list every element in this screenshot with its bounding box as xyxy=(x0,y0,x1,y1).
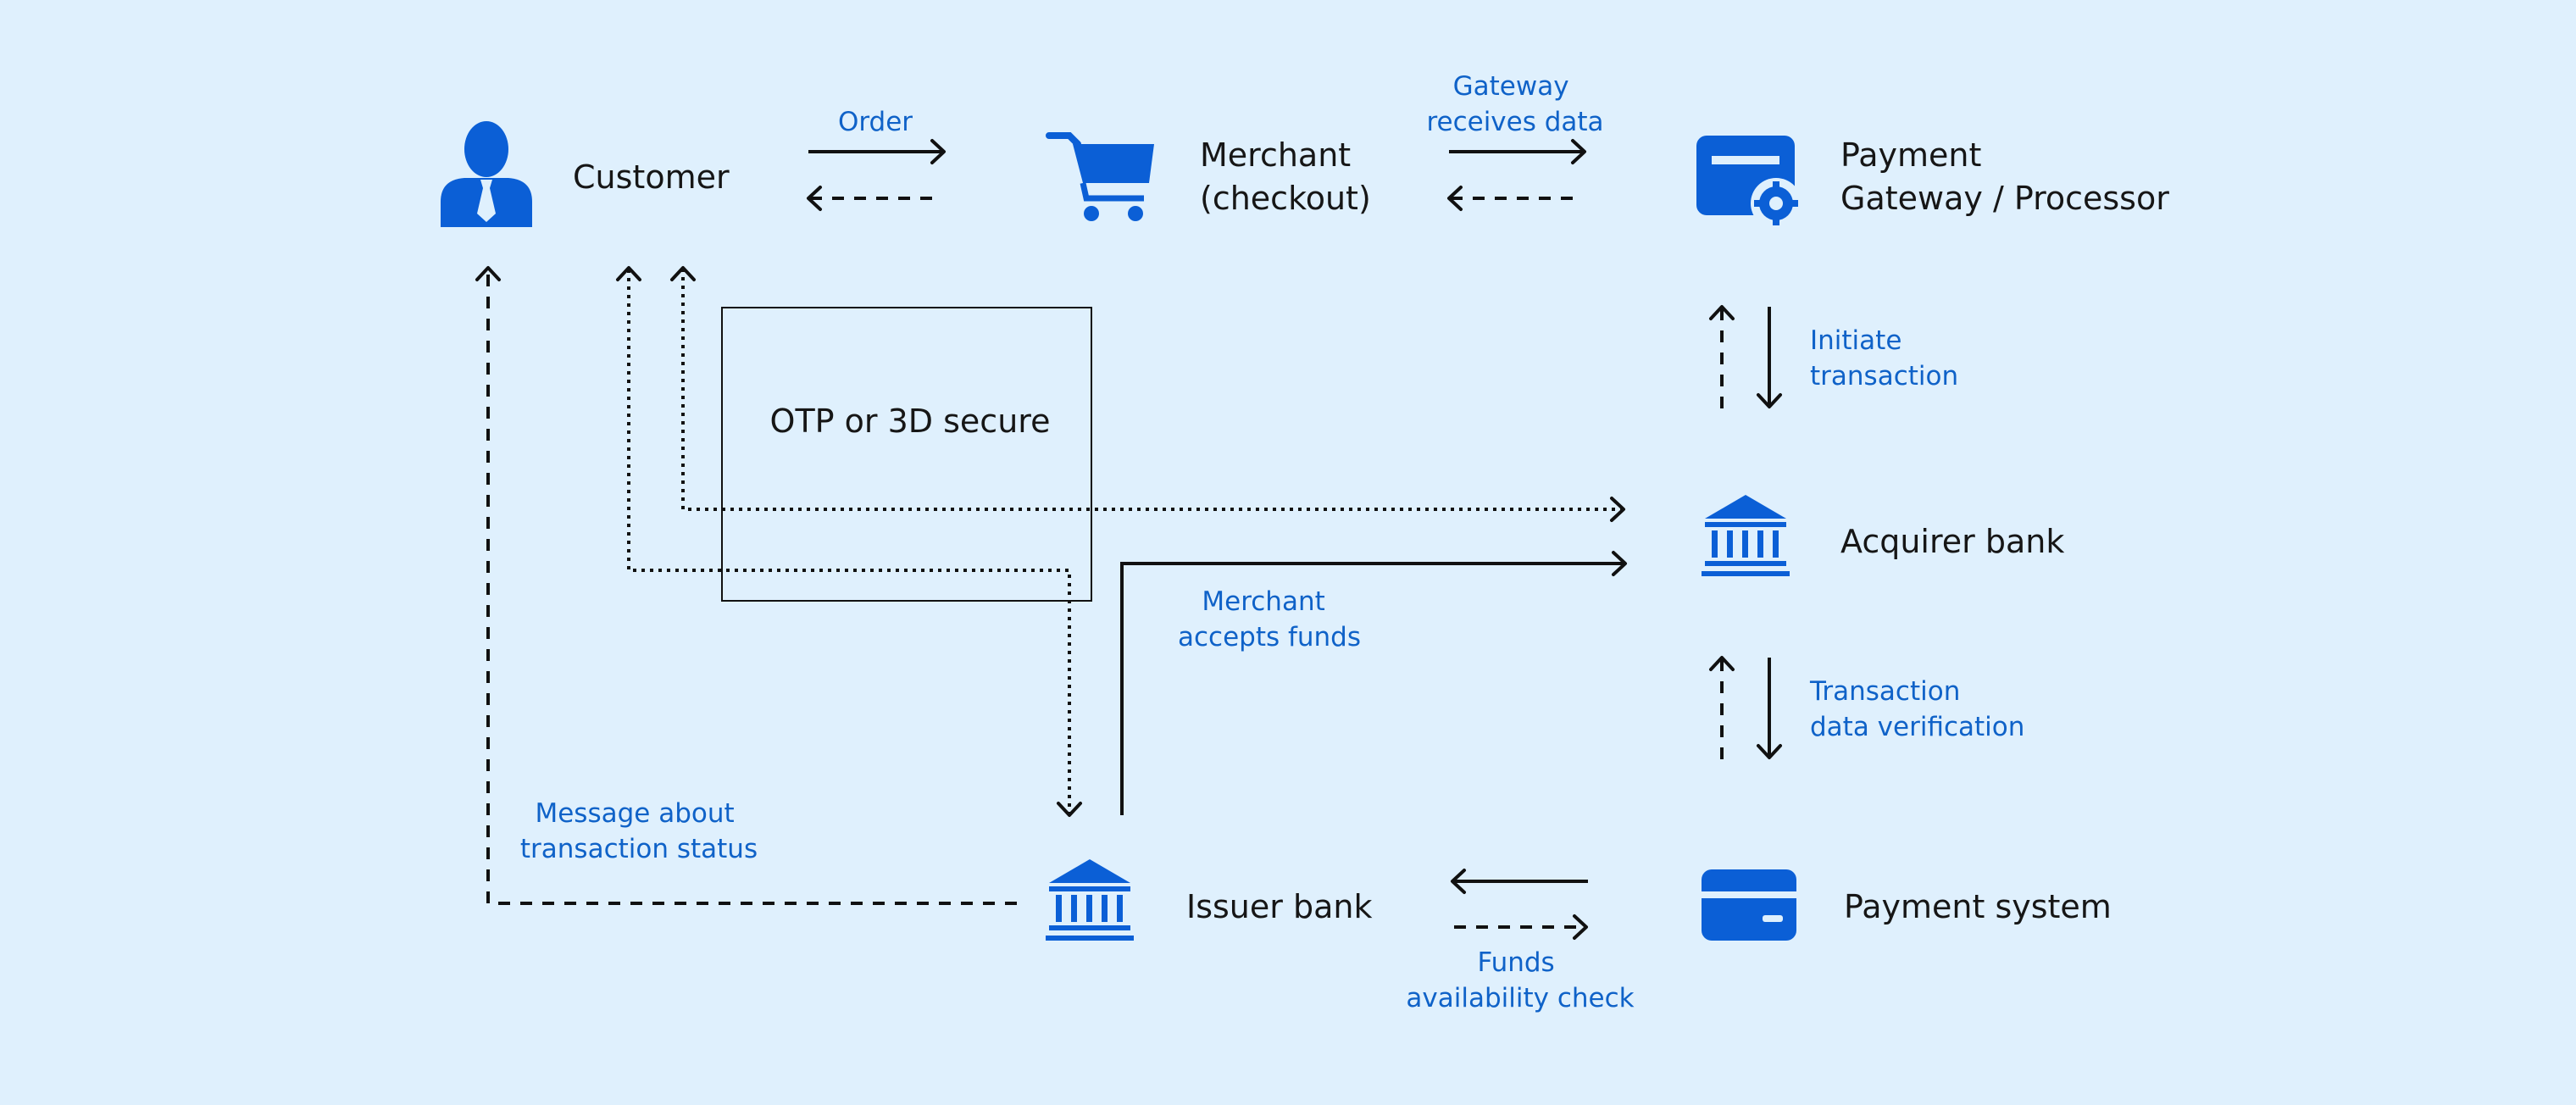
order-arrow xyxy=(808,139,946,164)
verification-line2: data verification xyxy=(1810,712,2024,742)
person-icon xyxy=(441,121,532,227)
status-message-arrow xyxy=(475,266,1017,905)
funds-check-line2: availability check xyxy=(1406,983,1634,1013)
verification-label: Transaction data verification xyxy=(1809,676,2024,742)
bank-icon xyxy=(1046,859,1134,941)
gateway-label-line1: Payment xyxy=(1840,136,1981,174)
merchant-accepts-arrow xyxy=(1120,551,1627,815)
customer-issuer-dotted-arrow xyxy=(616,266,1082,817)
merchant-accepts-line2: accepts funds xyxy=(1178,622,1361,652)
verification-line1: Transaction xyxy=(1809,676,1960,707)
funds-check-return-arrow xyxy=(1454,914,1588,940)
merchant-label-line2: (checkout) xyxy=(1200,180,1371,217)
funds-check-arrow xyxy=(1451,869,1588,894)
otp-box xyxy=(721,307,1092,602)
order-label: Order xyxy=(838,107,913,137)
merchant-label-line1: Merchant xyxy=(1200,136,1351,174)
order-return-arrow xyxy=(807,186,942,211)
initiate-line1: Initiate xyxy=(1810,325,1901,356)
acquirer-to-customer-dotted-arrow xyxy=(670,266,1625,522)
shopping-cart-icon xyxy=(1046,132,1154,221)
initiate-arrow xyxy=(1757,307,1782,408)
customer-label: Customer xyxy=(573,158,730,196)
issuer-label: Issuer bank xyxy=(1186,888,1372,925)
verification-arrow xyxy=(1757,658,1782,759)
gateway-receives-label: Gateway receives data xyxy=(1426,71,1603,137)
merchant-accepts-label: Merchant accepts funds xyxy=(1178,586,1361,652)
initiate-line2: transaction xyxy=(1810,361,1958,391)
initiate-label: Initiate transaction xyxy=(1810,325,1958,391)
gateway-label-line2: Gateway / Processor xyxy=(1840,180,2169,217)
status-message-label: Message about transaction status xyxy=(520,798,758,864)
status-message-line1: Message about xyxy=(535,798,734,829)
funds-check-line1: Funds xyxy=(1477,947,1554,978)
gateway-receives-line2: receives data xyxy=(1426,107,1603,137)
verification-return-arrow xyxy=(1709,656,1735,759)
acquirer-label: Acquirer bank xyxy=(1840,523,2064,560)
merchant-label: Merchant (checkout) xyxy=(1200,136,1371,217)
bank-icon xyxy=(1702,495,1790,576)
payment-gateway-icon xyxy=(1696,136,1802,229)
merchant-accepts-line1: Merchant xyxy=(1202,586,1324,617)
payment-system-label: Payment system xyxy=(1844,888,2112,925)
funds-check-label: Funds availability check xyxy=(1406,947,1634,1013)
credit-card-icon xyxy=(1702,869,1796,941)
initiate-return-arrow xyxy=(1709,305,1735,408)
gateway-receives-line1: Gateway xyxy=(1453,71,1569,102)
status-message-line2: transaction status xyxy=(520,834,758,864)
gateway-arrow xyxy=(1449,139,1586,164)
gateway-label: Payment Gateway / Processor xyxy=(1840,136,2169,217)
gateway-return-arrow xyxy=(1447,186,1583,211)
otp-label: OTP or 3D secure xyxy=(770,403,1051,440)
